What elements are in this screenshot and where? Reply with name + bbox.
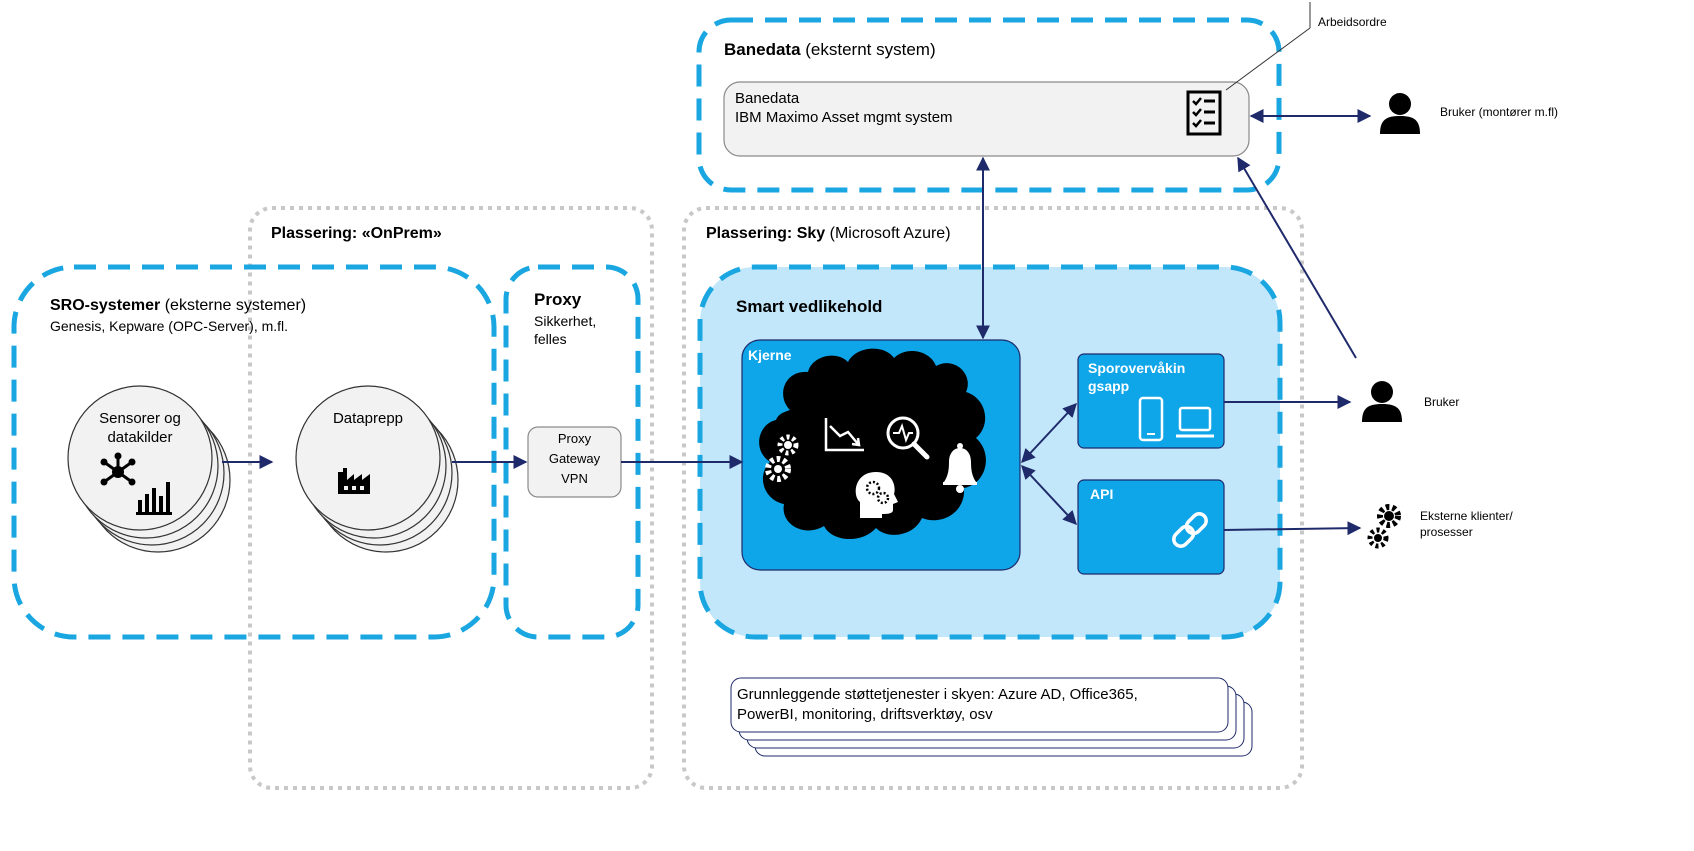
api-label: API [1090,486,1114,502]
sro-group [11,264,497,640]
sro-title-rest: (eksterne systemer) [160,297,307,314]
sensorer-stack[interactable] [67,385,231,553]
magnify-pulse-icon [886,416,930,460]
sro-title-bold: SRO-systemer [50,297,161,314]
proxy-gateway-line1: Proxy [557,431,592,446]
arrow-api-eksterne [1223,521,1362,536]
kjerne-label: Kjerne [748,347,792,363]
bell-icon [943,443,977,493]
banedata-title-bold: Banedata [724,40,801,59]
proxy-line1: Sikkerhet, [534,313,597,329]
grunnleggende-stack[interactable] [730,677,1253,757]
user-top-label: Bruker (montører m.fl) [1440,105,1559,119]
sky-region [682,206,1304,790]
cloud-icon [759,348,986,540]
arbeidsordre-label: Arbeidsordre [1318,15,1387,29]
smart-title: Smart vedlikehold [736,297,883,316]
banedata-box-line1: Banedata [735,90,800,107]
sky-label-rest: (Microsoft Azure) [825,225,951,242]
arbeidsordre-callout [1225,27,1311,91]
banedata-box-line2: IBM Maximo Asset mgmt system [735,109,953,126]
arrow-kjerne-sporovervakning [1021,402,1077,464]
sporovervakning-label-1: Sporovervåkin [1088,360,1186,376]
proxy-line2: felles [534,331,567,347]
laptop-icon [1176,406,1214,438]
user-mid-label: Bruker [1424,395,1460,409]
arrow-kjerne-api [1021,464,1077,526]
eksterne-label-1: Eksterne klienter/ [1420,509,1513,523]
proxy-title: Proxy [534,290,582,309]
hub-network-icon [100,452,136,486]
sro-title: SRO-systemer (eksterne systemer) [50,297,306,315]
banedata-box[interactable] [723,81,1250,157]
dataprepp-label: Dataprepp [332,410,404,427]
api-box[interactable] [1077,479,1225,575]
proxy-gateway-line3: VPN [561,471,588,486]
checklist-icon [1186,90,1222,136]
sporovervakning-label-2: gsapp [1088,378,1130,394]
proxy-gateway-line2: Gateway [548,451,601,466]
sro-subtitle: Genesis, Kepware (OPC-Server), m.fl. [50,318,289,334]
sensorer-label-2: datakilder [107,429,173,446]
factory-icon [338,468,370,494]
grunnleggende-line1: Grunnleggende støttetjenester i skyen: A… [737,686,1138,703]
dataprepp-stack[interactable] [295,385,459,553]
external-gears-icon [1367,504,1401,549]
declining-chart-icon [824,418,864,452]
sky-label-bold: Plassering: Sky [706,225,826,242]
gears-icon [765,434,799,482]
onprem-label: Plassering: «OnPrem» [271,225,442,242]
sky-label: Plassering: Sky (Microsoft Azure) [706,225,951,243]
banedata-group [696,17,1282,193]
sensorer-label-1: Sensorer og [99,410,181,427]
chain-link-icon [1172,512,1208,548]
head-gears-icon [855,472,898,518]
proxy-group [503,264,641,640]
grunnleggende-line2: PowerBI, monitoring, driftsverktøy, osv [737,706,993,723]
bar-chart-icon [136,482,172,515]
eksterne-label-2: prosesser [1420,525,1473,539]
onprem-region [248,206,654,790]
banedata-group-title: Banedata (eksternt system) [724,40,936,60]
arrow-bruker-banedata [1237,156,1357,359]
person-icon [1362,381,1402,422]
banedata-title-rest: (eksternt system) [800,40,936,59]
arrows [222,109,1372,536]
person-icon [1380,93,1420,134]
phone-icon [1138,396,1164,442]
